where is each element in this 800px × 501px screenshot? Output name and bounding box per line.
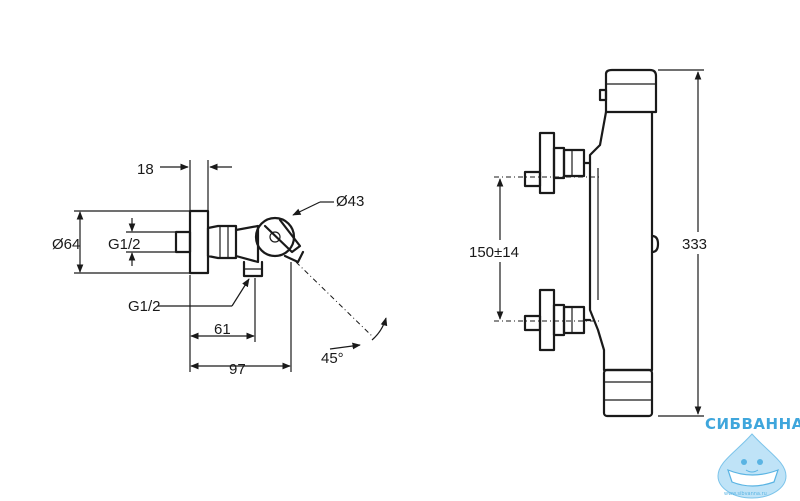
lower-nut [552, 303, 566, 337]
top-cap [604, 68, 658, 114]
dim-width-top: 18 [137, 161, 154, 178]
wall-connector [174, 230, 192, 254]
side-knob [650, 234, 660, 254]
brand-name: СИБВАННА [705, 415, 800, 433]
thermostat-body [588, 110, 654, 372]
lower-flange [538, 288, 556, 352]
upper-nut [552, 146, 566, 180]
upper-flange [538, 131, 556, 195]
bottom-cap [602, 368, 654, 418]
mixer-neck [234, 224, 260, 264]
dim-depth-61: 61 [214, 321, 231, 338]
lower-coupling [562, 305, 586, 335]
dim-body-diameter: Ø43 [336, 193, 364, 210]
dim-thread-inlet: G1/2 [108, 236, 141, 253]
dim-spacing: 150±14 [469, 244, 519, 261]
mixer-body-center [269, 231, 281, 243]
upper-stub [523, 170, 542, 188]
top-button [598, 88, 608, 102]
dim-depth-97: 97 [229, 361, 246, 378]
coupling-nut [206, 224, 238, 260]
lever-tip [283, 250, 305, 264]
wall-flange [188, 209, 210, 275]
dim-height: 333 [682, 236, 707, 253]
brand-url: www.sibvanna.ru [724, 491, 767, 497]
front-view: 150±14 333 [466, 68, 718, 418]
lower-stub [523, 314, 542, 332]
side-view: 18 Ø43 Ø64 G1/2 G1/2 61 97 45° [52, 160, 388, 378]
dim-flange-diameter: Ø64 [52, 236, 80, 253]
water-drop-icon [717, 433, 787, 499]
dim-angle: 45° [321, 350, 344, 367]
lever-handle [263, 218, 302, 254]
upper-coupling [562, 148, 586, 178]
dim-thread-outlet: G1/2 [128, 298, 161, 315]
brand-watermark: СИБВАННА www.sibvanna.ru [705, 415, 800, 499]
